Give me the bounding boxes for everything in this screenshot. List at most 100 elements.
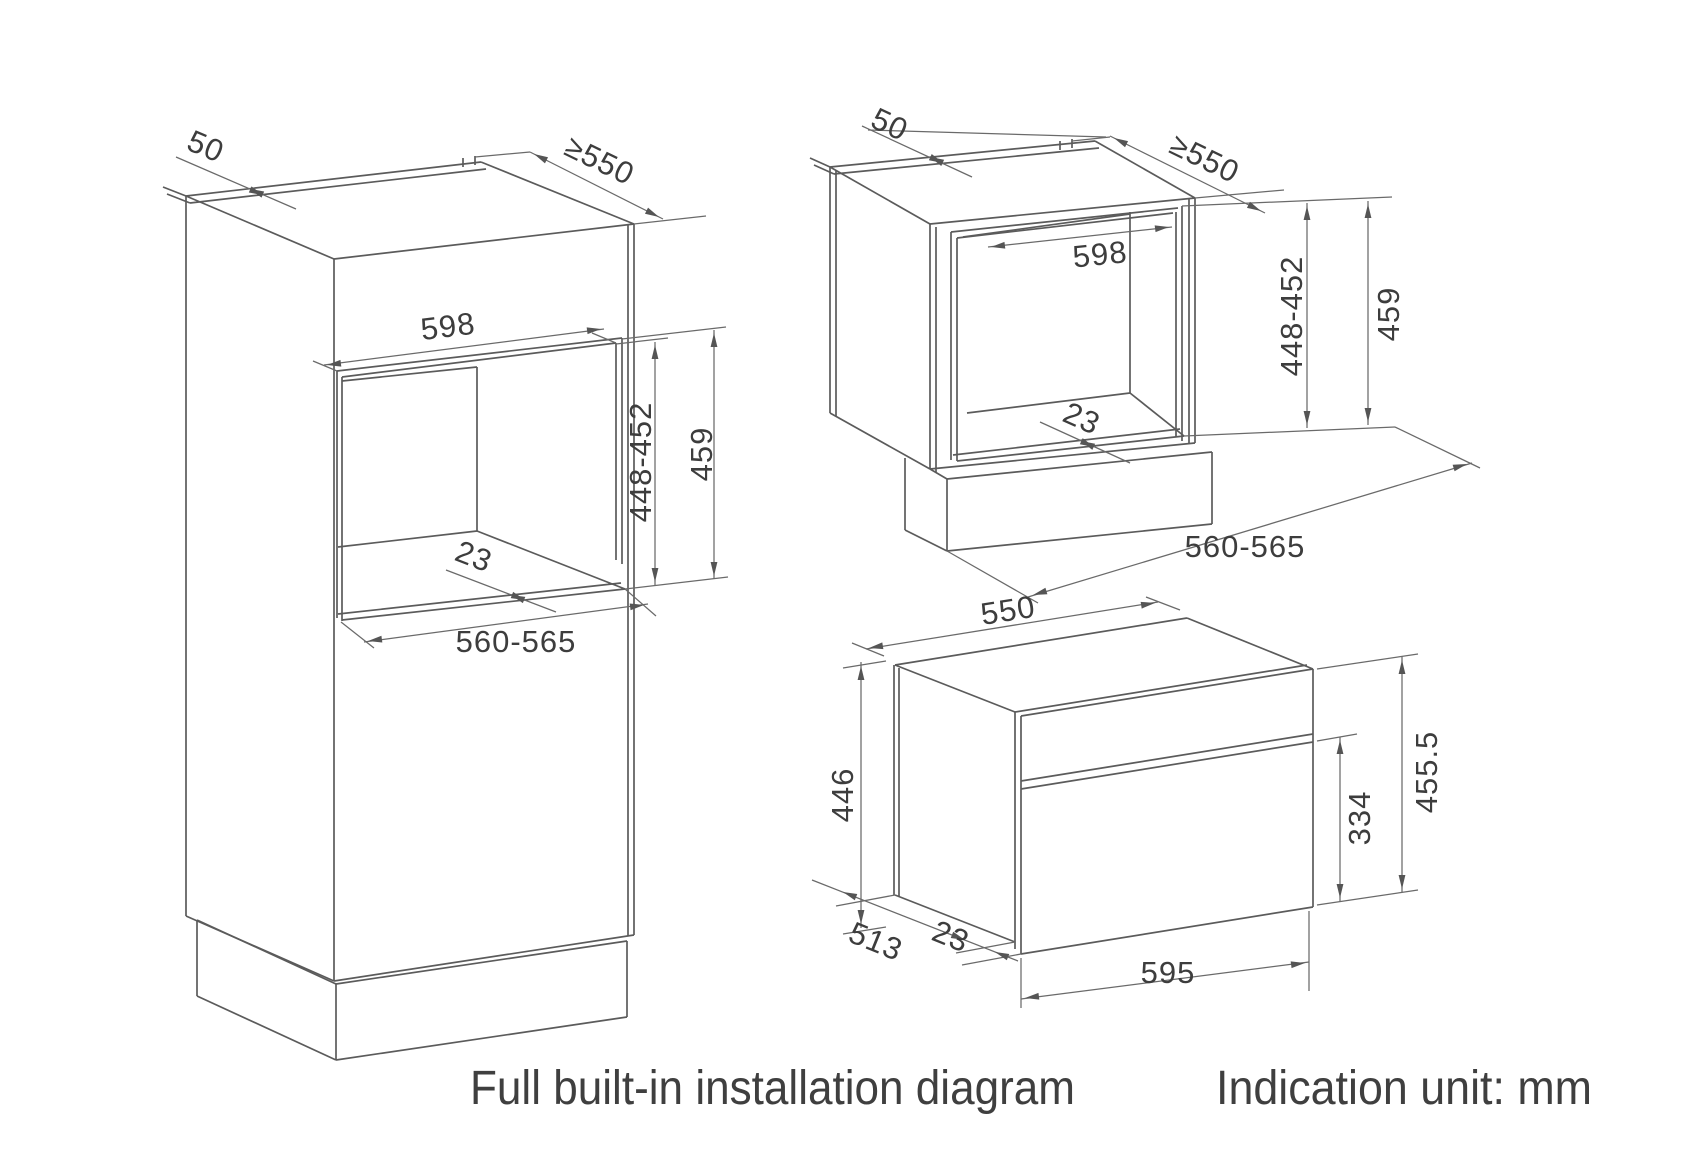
dimension-arrowhead: [651, 568, 659, 582]
dim-tall-opening-459: 459: [684, 427, 719, 482]
cabinet-edge-line: [341, 588, 626, 621]
dimension-arrowhead: [644, 207, 659, 217]
dimension-arrowhead: [950, 931, 965, 940]
dimension-line: [1181, 196, 1393, 207]
dimension-arrowhead: [1140, 601, 1155, 609]
dimension-line: [312, 360, 338, 372]
dimension-arrowhead: [991, 241, 1006, 249]
cabinet-edge-line: [829, 166, 931, 225]
dim-oven-overall-455-5: 455.5: [1409, 731, 1444, 814]
cabinet-edge-line: [904, 529, 948, 552]
dim-base-rear-strip-50: 50: [866, 101, 914, 148]
dimension-arrowhead: [995, 952, 1010, 961]
dimension-line: [842, 926, 887, 935]
dim-tall-min-depth-550: ≥550: [559, 129, 640, 192]
dim-base-recess-23: 23: [1058, 395, 1106, 442]
cabinet-edge-line: [336, 337, 623, 372]
dimension-arrowhead: [534, 154, 549, 164]
cabinet-edge-line: [1020, 906, 1314, 955]
cabinet-edge-line: [929, 442, 1196, 470]
dimension-line: [955, 941, 1016, 954]
cabinet-edge-line: [809, 157, 831, 168]
cabinet-edge-line: [894, 664, 1016, 713]
dimension-line: [811, 879, 1019, 962]
dimension-line: [633, 215, 707, 225]
cabinet-edge-line: [196, 919, 337, 985]
dimension-arrowhead: [586, 327, 601, 335]
dimension-arrowhead: [1398, 875, 1406, 889]
cabinet-edge-line: [929, 468, 948, 480]
cabinet-edge-line: [337, 582, 622, 615]
cabinet-edge-line: [335, 940, 628, 985]
dimension-line: [615, 337, 669, 345]
cabinet-edge-line: [1020, 741, 1314, 790]
dimension-arrowhead: [1336, 740, 1344, 754]
cabinet-edge-line: [480, 161, 635, 225]
dim-base-opening-459: 459: [1371, 287, 1406, 342]
dim-tall-height-448-452: 448-452: [623, 402, 658, 523]
dimension-arrowhead: [857, 910, 865, 924]
cabinet-edge-line: [833, 147, 1100, 175]
dimension-arrowhead: [843, 892, 858, 901]
dimension-arrowhead: [1303, 411, 1311, 425]
dimension-arrowhead: [1154, 225, 1169, 233]
dimension-line: [1027, 462, 1473, 598]
cabinet-edge-line: [962, 213, 1131, 238]
dimension-line: [946, 550, 1039, 604]
dimension-line: [175, 156, 297, 210]
dim-base-height-448-452: 448-452: [1274, 256, 1309, 377]
dimension-arrowhead: [248, 186, 263, 195]
dimension-line: [591, 332, 617, 344]
dimension-line: [474, 151, 531, 158]
cabinet-edge-line: [166, 193, 191, 204]
cabinet-edge-line: [1186, 617, 1314, 670]
dimension-arrowhead: [1452, 464, 1467, 472]
dimension-arrowhead: [1364, 204, 1372, 218]
cabinet-edge-line: [185, 195, 335, 260]
cabinet-edge-line: [1094, 140, 1196, 199]
dimension-line: [445, 569, 557, 613]
dimension-line: [842, 660, 887, 669]
dimension-arrowhead: [928, 154, 943, 163]
dim-oven-depth-513: 513: [844, 915, 908, 968]
dimension-arrowhead: [857, 666, 865, 680]
cabinet-edge-line: [966, 392, 1131, 414]
dimension-arrowhead: [1398, 660, 1406, 674]
cabinet-edge-line: [196, 995, 337, 1061]
cabinet-edge-line: [341, 366, 478, 382]
dimension-arrowhead: [1114, 138, 1129, 148]
dim-base-niche-width-598: 598: [1071, 234, 1129, 275]
dimension-line: [1183, 426, 1396, 437]
dimension-line: [340, 621, 375, 649]
cabinet-edge-line: [829, 140, 1096, 168]
dim-oven-front-width-595: 595: [1141, 955, 1196, 990]
dimension-line: [835, 894, 896, 907]
dimension-line: [1020, 961, 1310, 1000]
dimension-line: [867, 129, 1107, 138]
cabinet-edge-line: [956, 212, 1174, 239]
dimension-arrowhead: [1303, 206, 1311, 220]
cabinet-edge-line: [1020, 733, 1314, 782]
dimension-arrowhead: [651, 345, 659, 359]
dimension-line: [1394, 426, 1481, 469]
dim-tall-depth-560-565: 560-565: [456, 624, 577, 659]
cabinet-edge-line: [185, 161, 482, 197]
cabinet-edge-line: [946, 451, 1213, 480]
dimension-arrowhead: [1246, 201, 1261, 211]
dim-oven-protrusion-23: 23: [927, 913, 974, 959]
dimension-arrowhead: [1033, 587, 1048, 595]
cabinet-edge-line: [829, 412, 931, 470]
dimension-line: [1316, 653, 1419, 670]
dimension-line: [987, 226, 1173, 248]
cabinet-edge-line: [956, 435, 1185, 462]
dimension-line: [624, 576, 729, 590]
dimension-arrowhead: [629, 603, 644, 611]
cabinet-edge-line: [894, 617, 1188, 666]
cabinet-edge-line: [1014, 664, 1308, 713]
base-cabinet-view: [809, 125, 1481, 604]
cabinet-edge-line: [952, 428, 1181, 456]
dimension-arrowhead: [368, 635, 383, 643]
dim-tall-niche-width-598: 598: [419, 306, 478, 347]
